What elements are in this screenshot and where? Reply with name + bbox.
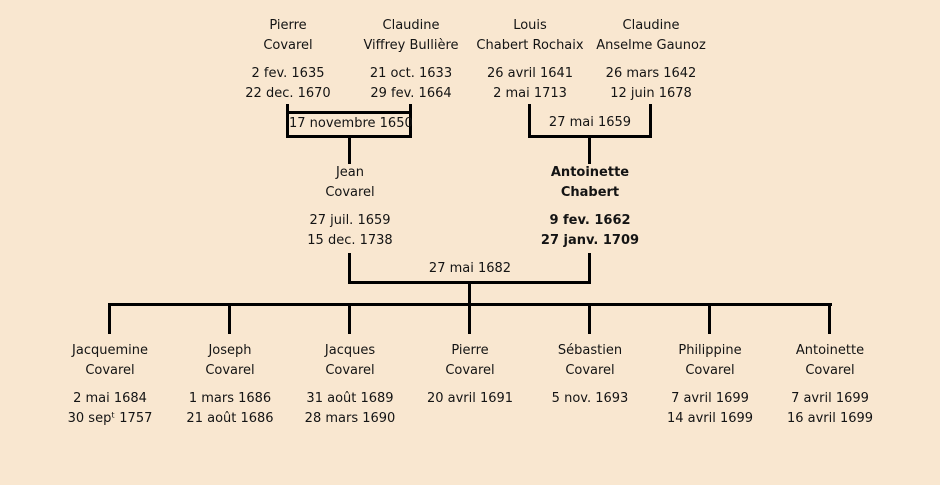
person-death-date: 22 dec. 1670 bbox=[245, 86, 331, 101]
person-birth-date: 2 fev. 1635 bbox=[251, 66, 325, 81]
connector-vertical bbox=[108, 306, 111, 334]
person-first-name: Claudine bbox=[622, 18, 680, 33]
connector-vertical bbox=[348, 306, 351, 334]
connector-vertical bbox=[649, 104, 652, 138]
person-death-date: 27 janv. 1709 bbox=[540, 233, 640, 248]
person-first-name: Jacquemine bbox=[72, 343, 148, 358]
person-pierre-covarel[interactable]: Pierre Covarel 2 fev. 1635 22 dec. 1670 bbox=[227, 16, 349, 104]
connector-vertical bbox=[588, 138, 591, 164]
connector-vertical bbox=[468, 306, 471, 334]
person-birth-date: 2 mai 1684 bbox=[73, 391, 147, 406]
person-philippine-covarel[interactable]: Philippine Covarel 7 avril 1699 14 avril… bbox=[651, 341, 769, 429]
person-last-name: Covarel bbox=[85, 363, 135, 378]
person-jacques-covarel[interactable]: Jacques Covarel 31 août 1689 28 mars 169… bbox=[291, 341, 409, 429]
person-first-name: Louis bbox=[513, 18, 547, 33]
person-birth-date: 1 mars 1686 bbox=[188, 391, 272, 406]
person-death-date: 12 juin 1678 bbox=[610, 86, 692, 101]
person-first-name: Joseph bbox=[208, 343, 252, 358]
person-jean-covarel[interactable]: Jean Covarel 27 juil. 1659 15 dec. 1738 bbox=[275, 163, 425, 251]
connector-vertical bbox=[348, 138, 351, 164]
person-claudine-anselme-gaunoz[interactable]: Claudine Anselme Gaunoz 26 mars 1642 12 … bbox=[590, 16, 712, 104]
person-first-name: Sébastien bbox=[557, 343, 623, 358]
connector-horizontal bbox=[286, 135, 412, 138]
connector-vertical bbox=[708, 306, 711, 334]
person-pierre-covarel-child[interactable]: Pierre Covarel 20 avril 1691 bbox=[411, 341, 529, 409]
person-last-name: Viffrey Bullière bbox=[363, 38, 459, 53]
person-last-name: Anselme Gaunoz bbox=[596, 38, 706, 53]
person-death-date: 15 dec. 1738 bbox=[307, 233, 393, 248]
connector-horizontal bbox=[348, 281, 591, 284]
connector-vertical bbox=[228, 306, 231, 334]
connector-vertical bbox=[528, 104, 531, 138]
marriage-date-label-1682: 27 mai 1682 bbox=[428, 261, 512, 276]
person-first-name: Claudine bbox=[382, 18, 440, 33]
person-first-name: Antoinette bbox=[550, 165, 630, 180]
person-first-name: Antoinette bbox=[795, 343, 865, 358]
person-birth-date: 26 mars 1642 bbox=[605, 66, 697, 81]
person-first-name: Jean bbox=[335, 165, 365, 180]
person-antoinette-chabert[interactable]: Antoinette Chabert 9 fev. 1662 27 janv. … bbox=[515, 163, 665, 251]
person-last-name: Covarel bbox=[325, 185, 375, 200]
person-joseph-covarel[interactable]: Joseph Covarel 1 mars 1686 21 août 1686 bbox=[171, 341, 289, 429]
person-last-name: Covarel bbox=[263, 38, 313, 53]
person-last-name: Chabert bbox=[560, 185, 620, 200]
connector-vertical bbox=[828, 306, 831, 334]
person-sebastien-covarel[interactable]: Sébastien Covarel 5 nov. 1693 bbox=[531, 341, 649, 409]
person-birth-date: 7 avril 1699 bbox=[671, 391, 749, 406]
marriage-date-label-1659: 27 mai 1659 bbox=[548, 115, 632, 130]
marriage-date-label-1650: 17 novembre 1650 bbox=[289, 111, 413, 134]
person-antoinette-covarel[interactable]: Antoinette Covarel 7 avril 1699 16 avril… bbox=[771, 341, 889, 429]
connector-vertical bbox=[588, 253, 591, 284]
connector-vertical bbox=[409, 104, 412, 138]
person-birth-date: 5 nov. 1693 bbox=[551, 391, 629, 406]
connector-vertical bbox=[588, 306, 591, 334]
person-death-date: 21 août 1686 bbox=[186, 411, 274, 426]
person-birth-date: 27 juil. 1659 bbox=[309, 213, 391, 228]
person-last-name: Covarel bbox=[685, 363, 735, 378]
person-louis-chabert-rochaix[interactable]: Louis Chabert Rochaix 26 avril 1641 2 ma… bbox=[469, 16, 591, 104]
person-last-name: Covarel bbox=[205, 363, 255, 378]
connector-vertical bbox=[348, 253, 351, 284]
person-birth-date: 26 avril 1641 bbox=[486, 66, 574, 81]
person-first-name: Philippine bbox=[678, 343, 742, 358]
person-last-name: Covarel bbox=[445, 363, 495, 378]
sibling-rail bbox=[108, 303, 832, 306]
person-last-name: Covarel bbox=[805, 363, 855, 378]
person-last-name: Chabert Rochaix bbox=[476, 38, 584, 53]
person-birth-date: 9 fev. 1662 bbox=[549, 213, 631, 228]
person-birth-date: 20 avril 1691 bbox=[426, 391, 514, 406]
connector-vertical bbox=[286, 104, 289, 138]
person-first-name: Pierre bbox=[269, 18, 307, 33]
connector-vertical bbox=[468, 284, 471, 306]
person-death-date: 28 mars 1690 bbox=[304, 411, 396, 426]
person-last-name: Covarel bbox=[325, 363, 375, 378]
person-death-date: 14 avril 1699 bbox=[666, 411, 754, 426]
person-death-date: 16 avril 1699 bbox=[786, 411, 874, 426]
person-death-date: 2 mai 1713 bbox=[493, 86, 567, 101]
person-first-name: Pierre bbox=[451, 343, 489, 358]
person-claudine-viffrey-bulliere[interactable]: Claudine Viffrey Bullière 21 oct. 1633 2… bbox=[350, 16, 472, 104]
person-jacquemine-covarel[interactable]: Jacquemine Covarel 2 mai 1684 30 sepᵗ 17… bbox=[51, 341, 169, 429]
person-birth-date: 21 oct. 1633 bbox=[369, 66, 453, 81]
person-first-name: Jacques bbox=[324, 343, 376, 358]
person-birth-date: 7 avril 1699 bbox=[791, 391, 869, 406]
person-last-name: Covarel bbox=[565, 363, 615, 378]
person-death-date: 29 fev. 1664 bbox=[370, 86, 452, 101]
person-death-date: 30 sepᵗ 1757 bbox=[67, 411, 153, 426]
connector-horizontal bbox=[528, 135, 652, 138]
person-birth-date: 31 août 1689 bbox=[306, 391, 394, 406]
